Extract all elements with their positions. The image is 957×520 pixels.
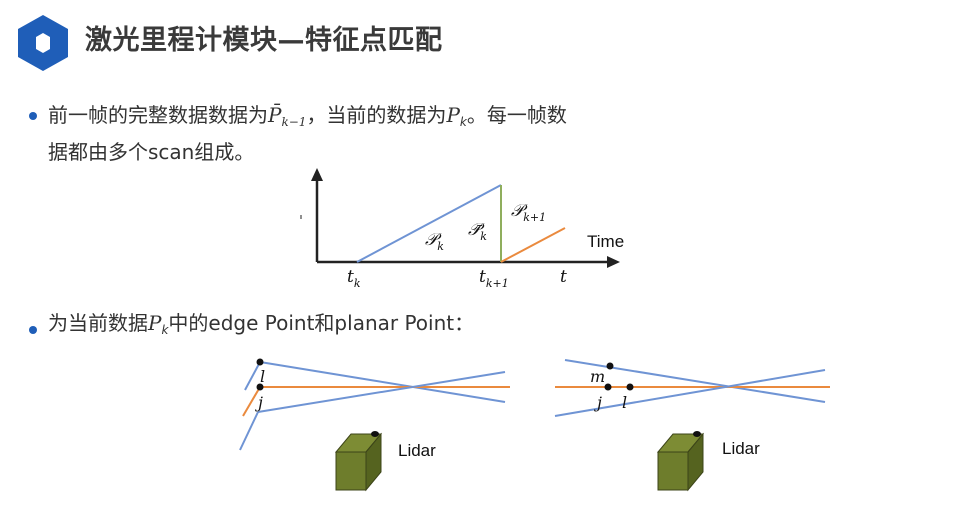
label-j: j bbox=[594, 393, 602, 412]
page-title: 激光里程计模块—特征点匹配 bbox=[85, 25, 443, 56]
planar-point-diagram: m j l Lidar bbox=[554, 359, 830, 492]
bullet1-part2: ，当前的数据为 bbox=[306, 103, 447, 127]
lidar-box-icon bbox=[334, 431, 383, 492]
bullet1-part1: 前一帧的完整数据数据为 bbox=[48, 103, 268, 127]
blue-scan-line bbox=[356, 184, 502, 263]
planar-point-j bbox=[604, 383, 612, 391]
label-l: l bbox=[622, 393, 627, 412]
label-j: j bbox=[255, 393, 263, 412]
tk-tick-label: tk bbox=[347, 267, 361, 290]
lower-blue-beam bbox=[257, 371, 506, 413]
edge-point-j bbox=[256, 383, 264, 391]
time-axis-label: Time bbox=[587, 232, 624, 251]
x-axis-arrowhead bbox=[607, 256, 620, 268]
cur-frame-sub: k bbox=[459, 115, 467, 129]
planar-point-l bbox=[626, 383, 634, 391]
edge-point-l bbox=[256, 358, 264, 366]
t-axis-label: t bbox=[560, 267, 567, 287]
planar-point-m bbox=[606, 362, 614, 370]
label-l: l bbox=[260, 367, 265, 386]
bullet1-part3: 。每一帧数 bbox=[466, 103, 567, 127]
lidar-label: Lidar bbox=[722, 439, 760, 458]
bullet1-line2: 据都由多个scan组成。 bbox=[48, 140, 255, 164]
cur-frame-symbol: P bbox=[446, 103, 460, 127]
pbar-label: 𝒫̄k bbox=[468, 220, 487, 243]
bullet-text-2: 为当前数据Pk中的edge Point和planar Point： bbox=[48, 308, 748, 345]
bullet-dot-1 bbox=[29, 112, 37, 120]
lower-blue-beam bbox=[554, 369, 826, 417]
lower-blue-beam-left bbox=[239, 411, 259, 451]
prev-frame-sub: k−1 bbox=[281, 115, 307, 129]
upper-blue-beam-right bbox=[259, 361, 506, 403]
timeline-diagram: 𝒫k 𝒫̄k 𝒫k+1 Time tk tk+1 t bbox=[300, 168, 624, 290]
pk1-label: 𝒫k+1 bbox=[511, 201, 546, 224]
y-axis-arrowhead bbox=[311, 168, 323, 181]
hexagon-logo-icon bbox=[18, 15, 68, 71]
lidar-label: Lidar bbox=[398, 441, 436, 460]
bullet2-sub: k bbox=[161, 323, 169, 337]
bullet2-symbol: P bbox=[148, 311, 162, 335]
orange-scan-line bbox=[500, 227, 566, 263]
upper-blue-beam bbox=[244, 361, 261, 391]
bullet2-part1: 为当前数据 bbox=[48, 311, 148, 335]
lidar-box-icon bbox=[656, 431, 705, 492]
pk-label: 𝒫k bbox=[425, 230, 444, 253]
tk1-tick-label: tk+1 bbox=[479, 267, 509, 290]
orange-edge-stub bbox=[242, 386, 261, 417]
label-m: m bbox=[590, 367, 605, 386]
bullet2-part2: 中的edge Point和planar Point： bbox=[168, 311, 475, 335]
prev-frame-symbol: P̄ bbox=[268, 103, 282, 127]
edge-point-diagram: l j Lidar bbox=[239, 358, 510, 492]
bullet-text-1: 前一帧的完整数据数据为P̄k−1，当前的数据为Pk。每一帧数 据都由多个scan… bbox=[48, 100, 688, 167]
bullet-dot-2 bbox=[29, 326, 37, 334]
